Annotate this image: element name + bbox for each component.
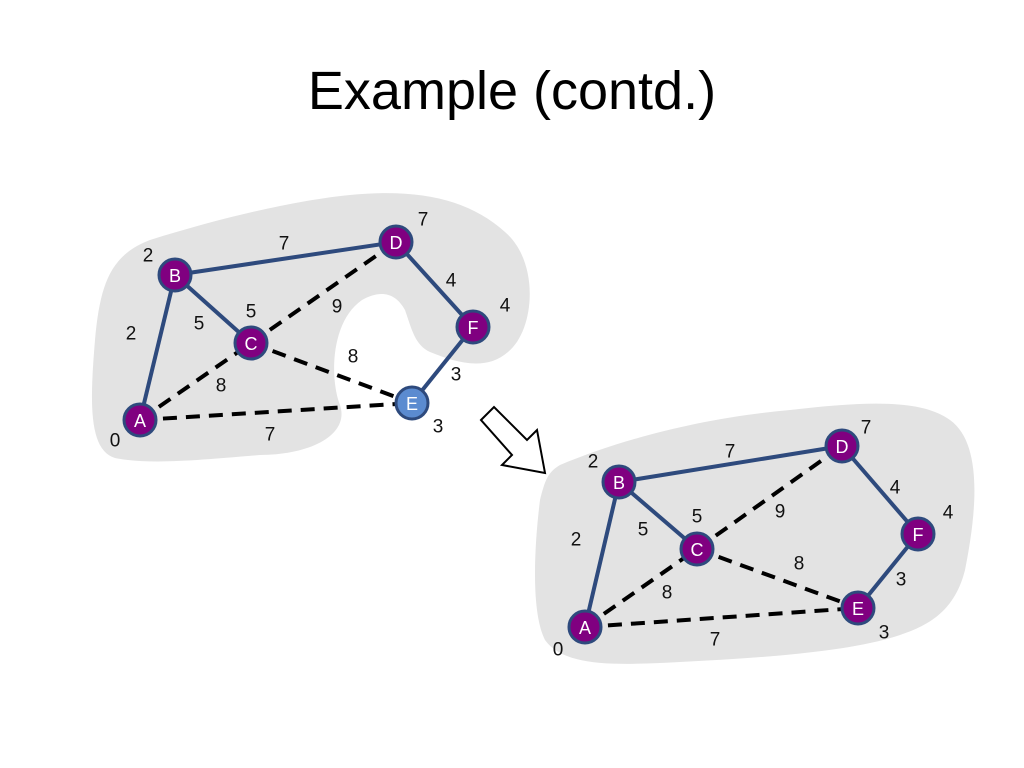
node-distance-label: 5 <box>246 302 257 323</box>
cloud-before <box>91 193 530 462</box>
node-distance-label: 7 <box>418 210 429 231</box>
node-circle <box>824 428 860 464</box>
edge-weight-label: 5 <box>194 314 205 335</box>
node-f: F <box>455 309 491 345</box>
edge-weight-label: 7 <box>725 442 736 463</box>
node-label: A <box>134 411 146 431</box>
node-label: E <box>852 599 864 619</box>
edge-weight-label: 2 <box>126 324 137 345</box>
edge-weight-label: 8 <box>348 347 359 368</box>
edge-weight-label: 8 <box>216 376 227 397</box>
edge-d-f <box>394 240 475 329</box>
node-circle <box>567 609 603 645</box>
node-distance-label: 3 <box>433 417 444 438</box>
node-e: E <box>394 385 430 421</box>
node-circle <box>900 516 936 552</box>
edge-c-e <box>250 341 413 405</box>
edge-weight-label: 3 <box>451 365 462 386</box>
node-a: A <box>122 402 158 438</box>
edge-d-f <box>840 444 920 536</box>
edge-weight-label: 5 <box>638 520 649 541</box>
edge-weight-label: 9 <box>775 502 786 523</box>
node-label: B <box>613 473 625 493</box>
node-d: D <box>378 224 414 260</box>
node-distance-label: 4 <box>500 296 511 317</box>
node-distance-label: 0 <box>553 640 564 661</box>
node-f: F <box>900 516 936 552</box>
node-label: B <box>169 266 181 286</box>
edge-a-b <box>583 481 621 628</box>
node-distance-label: 0 <box>110 431 121 452</box>
node-distance-label: 3 <box>879 623 890 644</box>
node-distance-label: 2 <box>143 246 154 267</box>
edge-weight-label: 7 <box>710 630 721 651</box>
node-distance-label: 4 <box>943 503 954 524</box>
node-circle <box>122 402 158 438</box>
node-label: C <box>245 334 258 354</box>
edge-c-d <box>695 444 844 551</box>
node-circle <box>679 531 715 567</box>
node-label: D <box>836 437 849 457</box>
slide-title: Example (contd.) <box>307 61 717 121</box>
node-circle <box>455 309 491 345</box>
edge-c-d <box>249 240 398 345</box>
edge-b-d <box>174 240 397 277</box>
edge-c-e <box>696 547 859 610</box>
node-b: B <box>157 257 193 293</box>
edge-weight-label: 4 <box>446 271 457 292</box>
node-label: E <box>406 394 418 414</box>
node-circle <box>157 257 193 293</box>
edge-weight-label: 2 <box>571 530 582 551</box>
node-b: B <box>601 464 637 500</box>
node-circle <box>378 224 414 260</box>
node-label: A <box>579 618 591 638</box>
node-e: E <box>840 590 876 626</box>
node-label: C <box>691 540 704 560</box>
edge-b-d <box>618 444 843 484</box>
edge-weight-label: 9 <box>332 297 343 318</box>
edge-weight-label: 7 <box>265 425 276 446</box>
node-c: C <box>233 325 269 361</box>
edge-weight-label: 8 <box>794 554 805 575</box>
node-distance-label: 2 <box>588 452 599 473</box>
node-a: A <box>567 609 603 645</box>
edge-weight-label: 4 <box>890 478 901 499</box>
node-c: C <box>679 531 715 567</box>
node-distance-label: 7 <box>861 418 872 439</box>
edge-a-b <box>138 274 177 421</box>
node-circle <box>394 385 430 421</box>
node-circle <box>233 325 269 361</box>
down-right-arrow-icon <box>479 405 547 475</box>
node-distance-label: 5 <box>692 507 703 528</box>
node-circle <box>601 464 637 500</box>
node-circle <box>840 590 876 626</box>
node-label: F <box>913 525 924 545</box>
edge-weight-label: 8 <box>662 583 673 604</box>
node-d: D <box>824 428 860 464</box>
edge-weight-label: 7 <box>279 234 290 255</box>
node-label: F <box>468 318 479 338</box>
edge-weight-label: 3 <box>896 570 907 591</box>
node-label: D <box>390 233 403 253</box>
